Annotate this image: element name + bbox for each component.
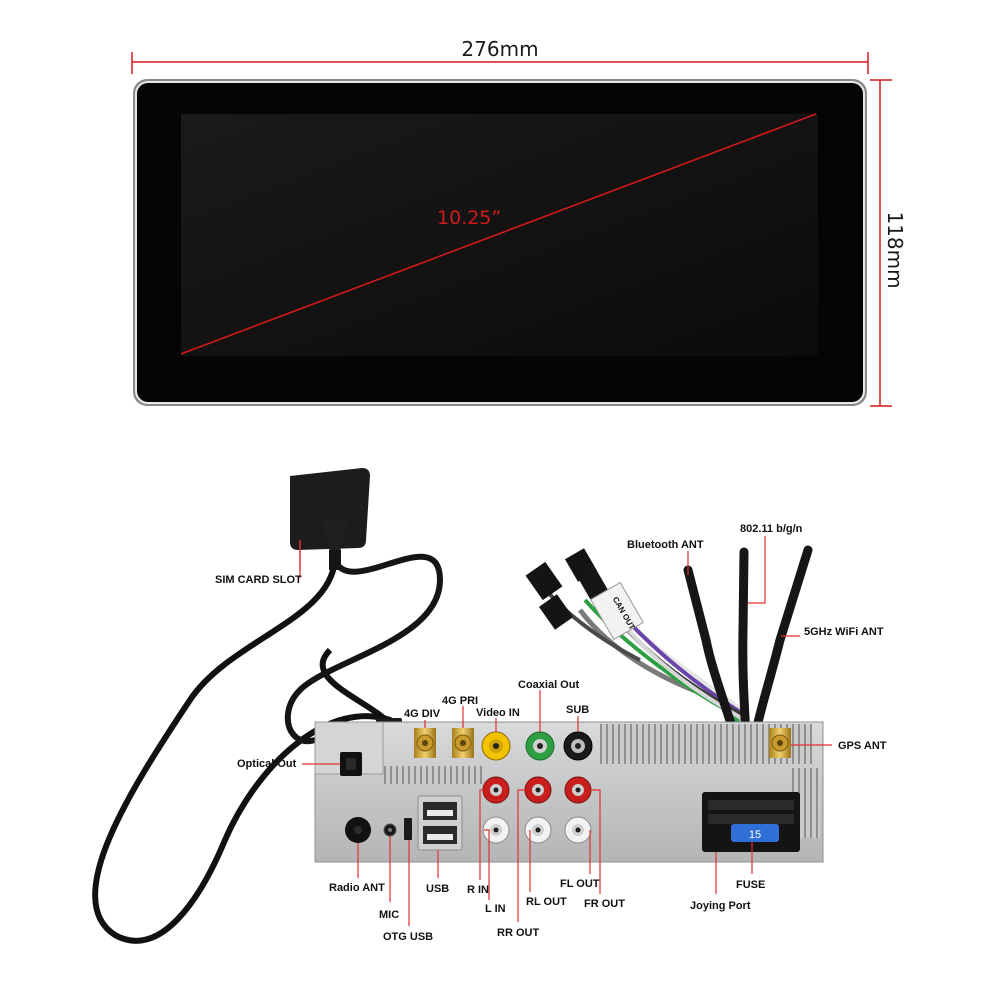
sim-card-module (290, 468, 370, 570)
optical-out-label: Optical Out (237, 758, 297, 770)
bluetooth-ant-label: Bluetooth ANT (627, 539, 704, 551)
wifi-802-label: 802.11 b/g/n (740, 523, 803, 535)
video-in-rca (481, 731, 511, 761)
diagonal-label: 10.25” (437, 207, 501, 229)
display-screen (181, 114, 818, 356)
width-label: 276mm (461, 37, 538, 61)
rr-out-label: RR OUT (497, 927, 539, 939)
radio-ant-label: Radio ANT (329, 882, 385, 894)
rl-out-rca (524, 816, 552, 844)
height-label: 118mm (883, 211, 907, 288)
fuse-rating: 15 (749, 829, 761, 841)
r-in-rca (482, 776, 510, 804)
fl-out-label: FL OUT (560, 878, 600, 890)
otg-usb-port (404, 818, 412, 840)
rca-pointers (479, 789, 601, 922)
4g-pri-port (452, 728, 474, 758)
4g-div-port (414, 728, 436, 758)
fr-out-label: FR OUT (584, 898, 625, 910)
width-dimension: 276mm (131, 37, 869, 74)
fl-out-rca (564, 816, 592, 844)
height-dimension: 118mm (870, 79, 907, 407)
harness-connectors: CAN OUT (525, 548, 644, 641)
fuse-label: FUSE (736, 879, 765, 891)
mic-label: MIC (379, 909, 399, 921)
coaxial-out-rca (525, 731, 555, 761)
mic-port (383, 823, 397, 837)
display-unit: 10.25” (133, 79, 867, 406)
optical-out-port (340, 752, 362, 776)
4g-div-label: 4G DIV (404, 708, 441, 720)
antenna-leads (683, 545, 813, 745)
video-in-label: Video IN (476, 707, 520, 719)
r-in-label: R IN (467, 884, 489, 896)
otg-usb-label: OTG USB (383, 931, 433, 943)
gps-ant-port (769, 728, 791, 758)
4g-pri-label: 4G PRI (442, 695, 478, 707)
gps-ant-label: GPS ANT (838, 740, 887, 752)
joying-port-label: Joying Port (690, 900, 751, 912)
rl-out-label: RL OUT (526, 896, 567, 908)
usb-ports (417, 795, 463, 851)
wifi-802-pointer (748, 536, 766, 604)
sub-rca (563, 731, 593, 761)
radio-ant-port (345, 817, 371, 843)
usb-label: USB (426, 883, 449, 895)
rr-out-rca (524, 776, 552, 804)
sub-label: SUB (566, 704, 589, 716)
l-in-label: L IN (485, 903, 506, 915)
wifi-5ghz-label: 5GHz WiFi ANT (804, 626, 884, 638)
diagonal-line (180, 113, 817, 355)
fr-out-rca (564, 776, 592, 804)
joying-port (702, 792, 800, 852)
sim-card-slot-label: SIM CARD SLOT (215, 574, 302, 586)
fuse: 15 (731, 824, 779, 842)
coaxial-out-label: Coaxial Out (518, 679, 579, 691)
